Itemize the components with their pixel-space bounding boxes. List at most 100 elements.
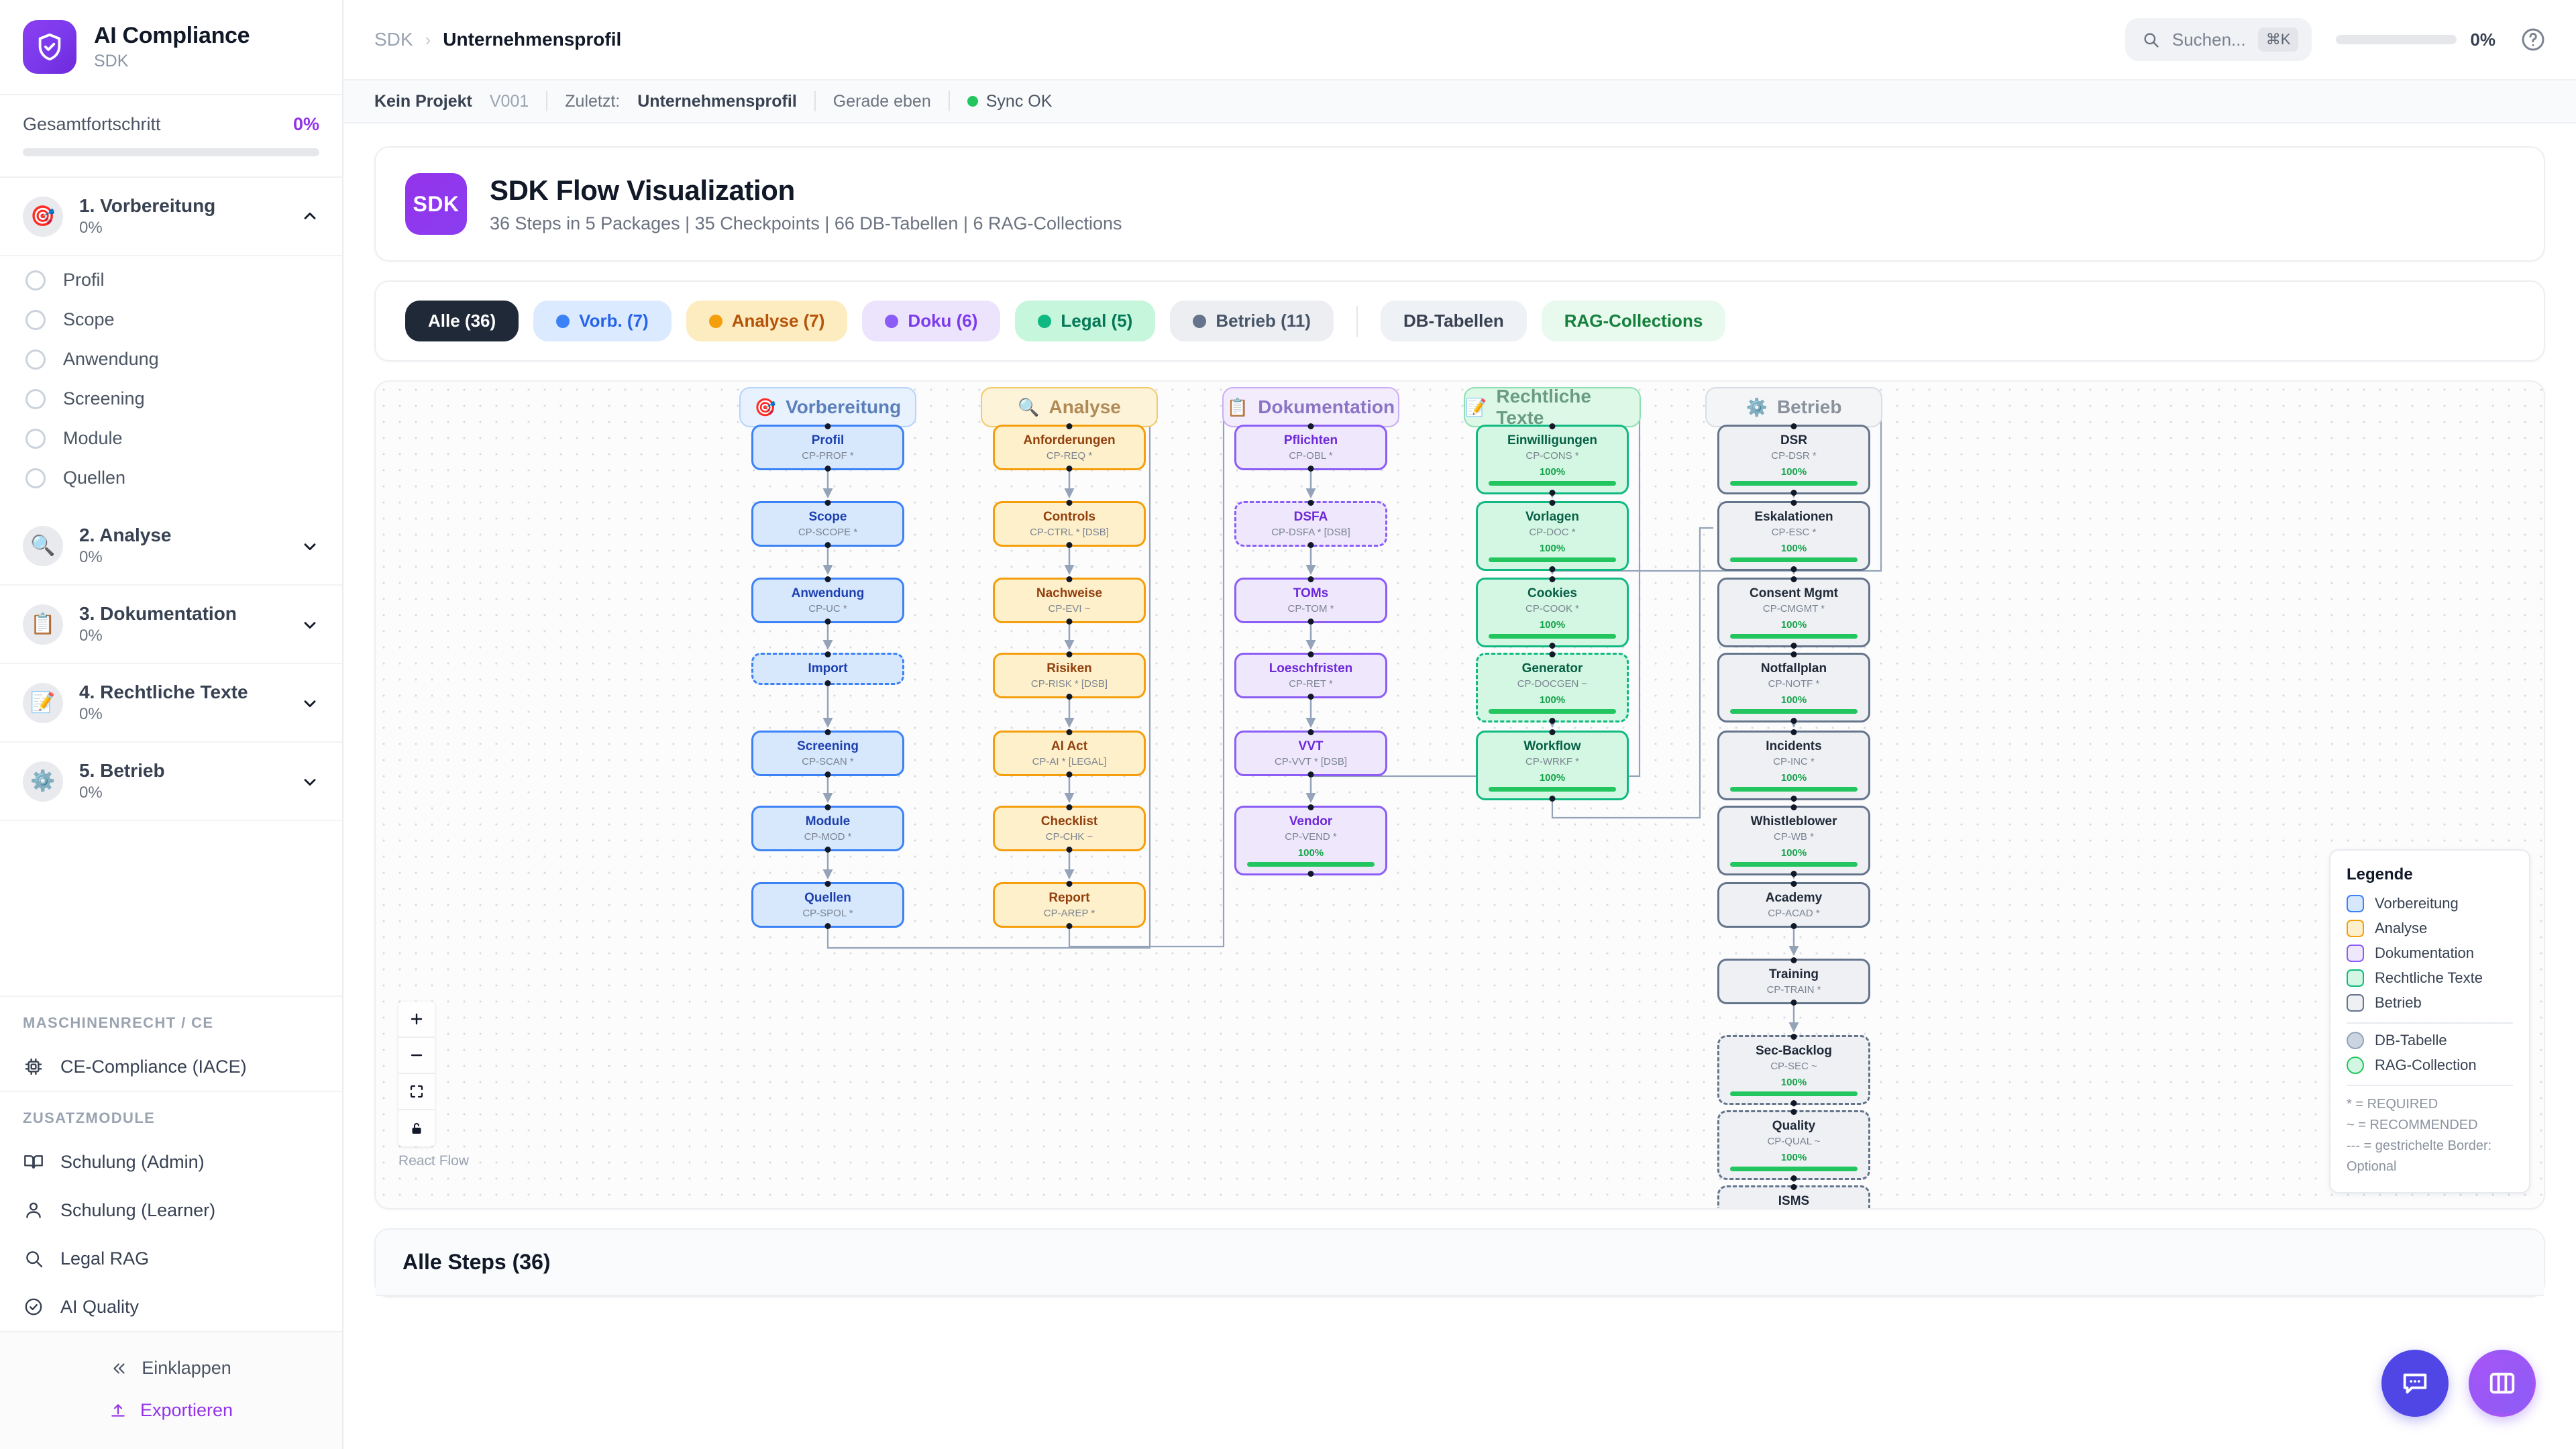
sidebar-item-ai-quality[interactable]: AI Quality bbox=[0, 1283, 342, 1331]
sidebar-step-profil[interactable]: Profil bbox=[0, 260, 342, 300]
app-subtitle: SDK bbox=[94, 52, 129, 70]
zoom-in-button[interactable] bbox=[398, 1002, 435, 1038]
step-status-radio[interactable] bbox=[25, 468, 46, 488]
chip-label: Analyse (7) bbox=[731, 311, 825, 331]
search-input[interactable]: Suchen... ⌘K bbox=[2125, 18, 2312, 61]
node-title: Einwilligungen bbox=[1507, 433, 1598, 447]
step-status-radio[interactable] bbox=[25, 428, 46, 449]
filter-chip-db-tabellen[interactable]: DB-Tabellen bbox=[1380, 301, 1527, 341]
sidebar-item-legal-rag[interactable]: Legal RAG bbox=[0, 1234, 342, 1283]
sidebar-item-label: Legal RAG bbox=[60, 1248, 150, 1269]
panel-fab[interactable] bbox=[2469, 1350, 2536, 1417]
sidebar-step-screening[interactable]: Screening bbox=[0, 379, 342, 419]
flow-node-isms[interactable]: ISMSCP-ISMS ~ [DSB]100% bbox=[1717, 1184, 1870, 1208]
filter-chip-vorb-7[interactable]: Vorb. (7) bbox=[533, 301, 672, 341]
chevron-up-icon[interactable] bbox=[301, 207, 319, 226]
zoom-out-button[interactable] bbox=[398, 1038, 435, 1074]
sidebar-item-schulung-admin[interactable]: Schulung (Admin) bbox=[0, 1138, 342, 1186]
chevron-down-icon[interactable] bbox=[301, 615, 319, 634]
filter-chip-analyse-7[interactable]: Analyse (7) bbox=[686, 301, 848, 341]
sidebar-step-module[interactable]: Module bbox=[0, 419, 342, 458]
step-status-radio[interactable] bbox=[25, 388, 46, 409]
flow-controls[interactable] bbox=[398, 1002, 435, 1146]
step-status-radio[interactable] bbox=[25, 270, 46, 290]
sidebar-step-scope[interactable]: Scope bbox=[0, 300, 342, 339]
chevron-down-icon[interactable] bbox=[301, 772, 319, 791]
step-status-radio[interactable] bbox=[25, 309, 46, 330]
question-circle-icon[interactable] bbox=[2520, 26, 2546, 53]
node-port-bottom bbox=[1790, 490, 1797, 496]
node-port-top bbox=[1066, 881, 1073, 887]
lock-toggle-button[interactable] bbox=[398, 1110, 435, 1146]
node-port-bottom bbox=[1307, 466, 1314, 472]
export-button[interactable]: Exportieren bbox=[0, 1389, 342, 1432]
chat-fab[interactable] bbox=[2381, 1350, 2449, 1417]
node-port-bottom bbox=[1307, 542, 1314, 549]
filter-chip-doku-6[interactable]: Doku (6) bbox=[862, 301, 1001, 341]
chevron-down-icon[interactable] bbox=[301, 537, 319, 555]
sidebar-item-ce-compliance[interactable]: CE-Compliance (IACE) bbox=[0, 1042, 342, 1091]
node-progress-bar bbox=[1730, 634, 1858, 639]
flow-node-import[interactable]: Import bbox=[751, 651, 904, 686]
chevron-down-icon[interactable] bbox=[301, 694, 319, 712]
sidebar-item-schulung-learner[interactable]: Schulung (Learner) bbox=[0, 1186, 342, 1234]
step-status-radio[interactable] bbox=[25, 349, 46, 370]
node-title: Workflow bbox=[1523, 739, 1581, 753]
breadcrumb-root[interactable]: SDK bbox=[374, 29, 413, 50]
react-flow-attribution[interactable]: React Flow bbox=[398, 1153, 470, 1169]
sidebar-step-quellen[interactable]: Quellen bbox=[0, 458, 342, 498]
sidebar-step-anwendung[interactable]: Anwendung bbox=[0, 339, 342, 379]
sidebar-brand[interactable]: AI Compliance SDK bbox=[0, 0, 342, 95]
filter-chip-rag-collections[interactable]: RAG-Collections bbox=[1541, 301, 1726, 341]
node-progress-value: 100% bbox=[1539, 694, 1566, 706]
collapse-sidebar-button[interactable]: Einklappen bbox=[0, 1347, 342, 1389]
filter-chip-betrieb-11[interactable]: Betrieb (11) bbox=[1170, 301, 1334, 341]
flow-canvas[interactable]: 🎯Vorbereitung🔍Analyse📋Dokumentation📝Rech… bbox=[374, 380, 2545, 1210]
lane-header-rechtliche-texte: 📝Rechtliche Texte bbox=[1464, 386, 1641, 428]
node-checkpoint: CP-ESC * bbox=[1771, 526, 1817, 538]
fit-view-button[interactable] bbox=[398, 1074, 435, 1110]
filter-chip-legal-5[interactable]: Legal (5) bbox=[1015, 301, 1156, 341]
filter-chip-alle-36[interactable]: Alle (36) bbox=[405, 301, 519, 341]
